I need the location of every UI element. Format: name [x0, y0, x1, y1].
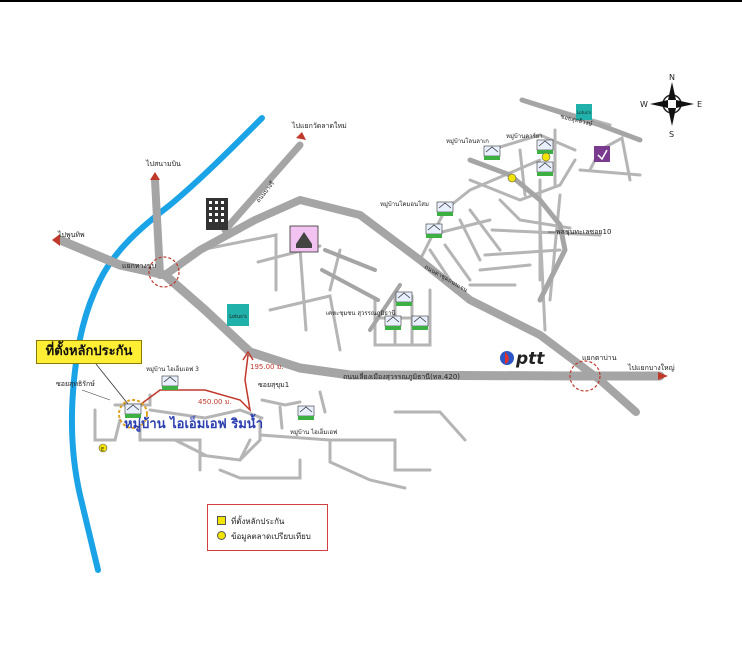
house-icon [395, 291, 413, 306]
house-icon [425, 223, 443, 238]
label-soi-1: ซอยสุขุม1 [258, 381, 289, 389]
house-icon [536, 139, 554, 154]
lotus-icon-2: Lotus's [576, 104, 592, 120]
lotus-icon-1: Lotus's [227, 304, 249, 326]
label-soi-10: พสชุนทะเลซอย10 [556, 228, 611, 236]
house-icon [411, 315, 429, 330]
label-village-5: หมู่บ้านโคมอนโสม [380, 200, 429, 208]
lotus-label-1: Lotus's [229, 314, 247, 320]
label-junction-left: แยกทางขุบ [122, 262, 156, 270]
house-icon [384, 315, 402, 330]
legend-item-comparable: ข้อมูลตลาดเปรียบเทียบ [231, 532, 311, 541]
river [69, 115, 265, 573]
label-distance-1: 195.00 ม. [250, 363, 284, 371]
label-to-phun-thip: ไปพูนทิพ [57, 230, 85, 239]
compass-e: E [697, 100, 702, 109]
label-junction-right: แยกตาบ่าน [582, 354, 617, 362]
label-to-lad-mai: ไปแยกวัดลาดใหม่ [291, 121, 347, 130]
legend-item-collateral: ที่ตั้งหลักประกัน [231, 517, 285, 526]
house-icon [483, 145, 501, 160]
label-village-2: หมู่บ้าน ไอเอ็มเอฟ [290, 427, 337, 436]
compass-rose [650, 82, 694, 126]
compass-s: S [669, 130, 674, 139]
label-soi-left: ซอยสุทธิรักษ์ [56, 380, 95, 388]
legend-square-icon [217, 516, 226, 525]
shop-icon [594, 146, 610, 162]
marker-letter: E [101, 447, 104, 453]
ptt-label: ptt [515, 349, 545, 369]
legend-circle-icon [217, 531, 226, 540]
direction-arrows [52, 132, 668, 380]
leader-line [81, 389, 111, 401]
comparable-markers [98, 152, 551, 453]
distance-route [132, 354, 252, 413]
label-to-bang-yai: ไปแยกบางใหญ่ [627, 363, 675, 372]
site-circle [118, 399, 148, 429]
label-village-6: เคหะชุมชน สุวรรณภูมิธานี [326, 309, 395, 317]
village-icons [124, 139, 554, 420]
legend: ที่ตั้งหลักประกัน ข้อมูลตลาดเปรียบเทียบ [207, 504, 328, 551]
temple-icon [289, 225, 319, 253]
distance-route-arrow [242, 350, 254, 361]
callout-pointer [95, 363, 129, 405]
comparable-marker [541, 152, 551, 162]
main-roads [55, 97, 665, 416]
label-main-road: ถนนเลี่ยงเมืองสุวรรณภูมิธานี(ทล.420) [343, 372, 460, 381]
label-village-4: หมู่บ้านโลนลาเก [446, 137, 489, 145]
project-name: หมู่บ้าน ไอเอ็มเอฟ ริมน้ำ [124, 413, 263, 432]
label-to-airport: ไปสนามบิน [145, 159, 181, 168]
house-icon [436, 201, 454, 216]
comparable-marker [507, 173, 517, 183]
junction-circle-left [148, 256, 180, 288]
location-callout: ที่ตั้งหลักประกัน [36, 340, 142, 364]
house-icon [161, 375, 179, 390]
house-icon [297, 405, 315, 420]
label-distance-2: 450.00 ม. [198, 398, 232, 406]
junction-circle-right [569, 360, 601, 392]
comparable-marker [98, 443, 108, 453]
label-village-1: หมู่บ้าน ไอเอ็มเอฟ 3 [146, 364, 199, 373]
lotus-label-2: Lotus's [577, 110, 591, 115]
compass-w: W [640, 100, 648, 109]
building-icon [206, 198, 228, 230]
compass-n: N [669, 73, 675, 82]
label-village-3: หมู่บ้านคาร์ยา [506, 132, 543, 140]
house-icon [536, 161, 554, 176]
house-icon [124, 403, 142, 418]
ptt-logo: ptt [500, 349, 545, 369]
